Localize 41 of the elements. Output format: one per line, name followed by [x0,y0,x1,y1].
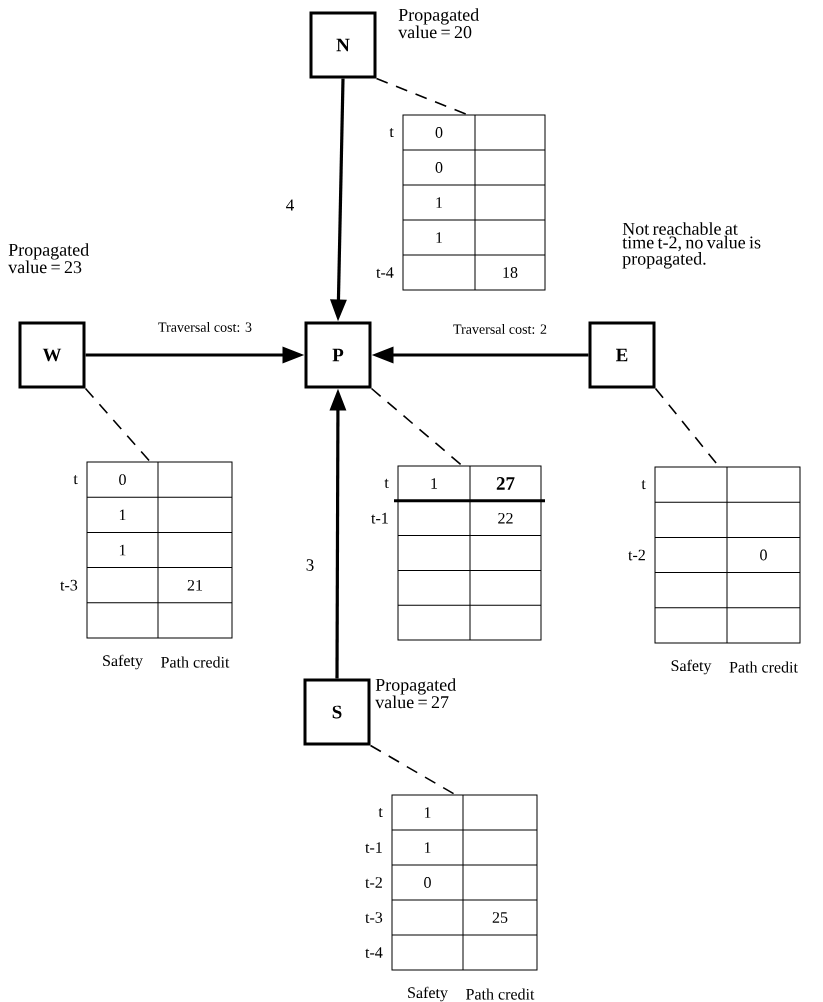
column-header: Path credit [466,988,535,1000]
column-header: Path credit [729,661,798,673]
edge-label: 3 [304,558,316,572]
leader-line [375,77,468,116]
node-box: W [18,321,86,389]
row-label: t [378,807,383,818]
leader-line [370,387,463,467]
table: 1 1 0 25 t t-1 t-2 t-3 t-4 Safety Path credit [365,794,538,1002]
column-header: Safety [671,659,712,675]
node-box: N [309,11,377,79]
row-label: t-2 [365,877,382,888]
row-label: t-1 [371,512,388,524]
node-box: S [303,678,371,746]
edge-label: 4 [284,198,296,212]
table: 0 0 1 1 18 t t-4 [376,114,546,291]
row-label: t [641,480,646,490]
edge-label: Traversal cost: 2 [452,323,548,335]
edge-label: Traversal cost: 3 [157,321,253,333]
table: 0 1 1 21 t t-3 Safety Path credit [60,461,233,670]
row-label: t-4 [365,947,383,958]
row-label: t [384,478,389,488]
annotation: Propagated value = 20 [398,8,479,39]
annotation: Propagated value = 27 [375,678,456,709]
leader-line [369,744,456,796]
row-label: t-2 [628,549,645,561]
leader-line [84,387,151,463]
row-label: t-1 [365,842,382,853]
annotation: Not reachable at time t-2, no value is propagated. [622,222,761,269]
column-header: Path credit [161,656,230,668]
row-label: t [389,127,394,138]
row-label: t-3 [365,912,383,923]
column-header: Safety [103,654,143,670]
annotation: Propagated value = 23 [8,243,89,274]
row-label: t [73,475,78,485]
node-box: E [588,321,656,389]
column-header: Safety [408,986,448,1002]
node-box: P [304,321,372,389]
table: 1 27 22 t t-1 [371,465,545,641]
row-label: t-4 [376,267,394,278]
table: 0 t t-2 Safety Path credit [628,466,801,675]
row-label: t-3 [60,579,78,591]
